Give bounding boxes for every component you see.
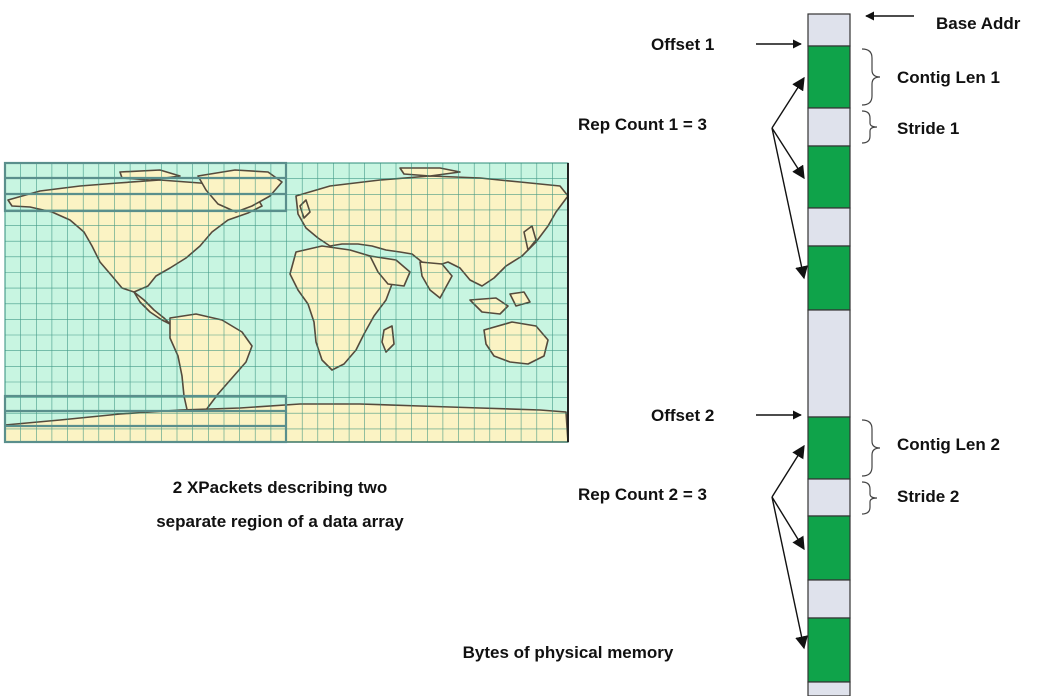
memory-contig-block	[807, 145, 851, 209]
xpacket-region-2	[3, 394, 288, 444]
map-land	[4, 167, 569, 443]
memory-gap-block	[807, 107, 851, 147]
memory-bar	[807, 13, 851, 696]
memory-gap-block	[807, 309, 851, 418]
memory-gap-block	[807, 478, 851, 517]
stride-2-label: Stride 2	[897, 487, 959, 506]
contig-len-1-brace	[861, 48, 881, 106]
memory-contig-block	[807, 416, 851, 480]
contig-len-1-label: Contig Len 1	[897, 68, 1000, 87]
xpacket-region-1	[3, 161, 288, 213]
memory-contig-block	[807, 45, 851, 109]
world-map	[3, 161, 569, 444]
stride-1-label: Stride 1	[897, 119, 959, 138]
memory-gap-block	[807, 579, 851, 619]
memory-contig-block	[807, 617, 851, 683]
base-addr-label: Base Addr	[936, 14, 1021, 33]
memory-gap-block	[807, 681, 851, 696]
offset-1-label: Offset 1	[651, 35, 714, 54]
rep-count-2-arrows	[771, 444, 808, 650]
rep-count-1-label: Rep Count 1 = 3	[578, 115, 707, 134]
map-caption-line-2: separate region of a data array	[156, 512, 404, 531]
rep-count-1-arrows	[771, 76, 808, 280]
memory-caption: Bytes of physical memory	[463, 643, 674, 662]
contig-len-2-brace	[861, 419, 881, 477]
memory-contig-block	[807, 515, 851, 581]
map-caption-line-1: 2 XPackets describing two	[173, 478, 387, 497]
stride-2-brace	[861, 481, 878, 515]
rep-count-2-label: Rep Count 2 = 3	[578, 485, 707, 504]
memory-gap-block	[807, 13, 851, 47]
offset-2-label: Offset 2	[651, 406, 714, 425]
memory-contig-block	[807, 245, 851, 311]
contig-len-2-label: Contig Len 2	[897, 435, 1000, 454]
memory-gap-block	[807, 207, 851, 247]
stride-1-brace	[861, 110, 878, 144]
